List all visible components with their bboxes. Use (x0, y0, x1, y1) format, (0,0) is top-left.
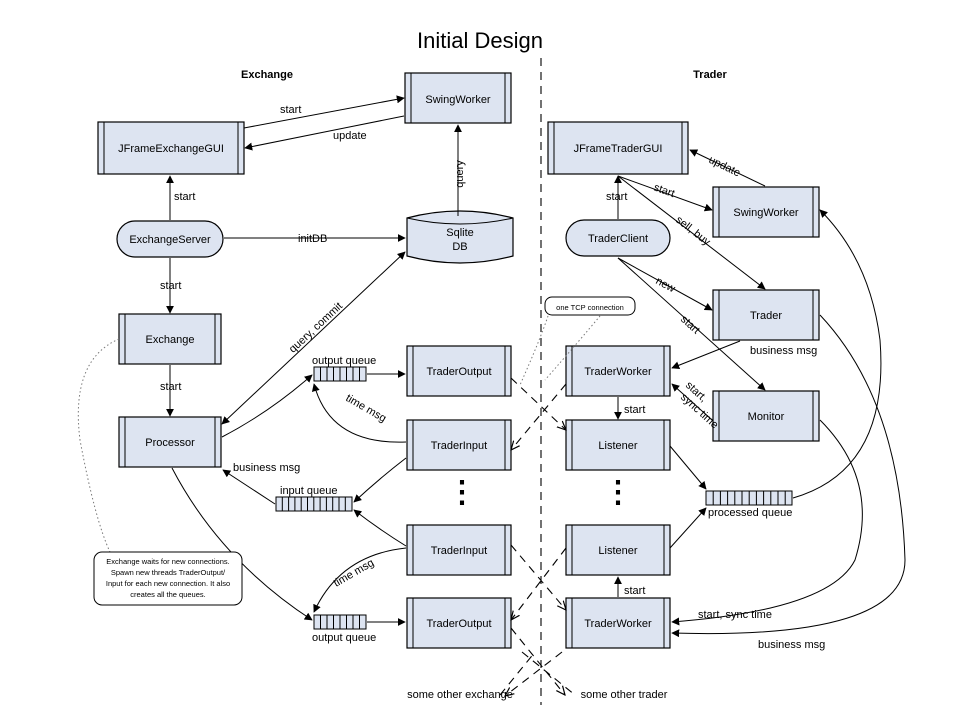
svg-text:Listener: Listener (598, 545, 637, 557)
listener-box-1: Listener (565, 419, 671, 471)
label-start-swing: start (280, 104, 301, 116)
tcp-callout-line-1 (519, 315, 549, 386)
tcp-connections (499, 377, 576, 696)
label-start-sync-time: start, sync time (698, 609, 772, 621)
trader-input-box-2: TraderInput (406, 524, 512, 576)
svg-text:creates all the queues.: creates all the queues. (130, 590, 205, 599)
svg-text:Exchange: Exchange (146, 334, 195, 346)
ellipsis-trader: ⋮ (603, 476, 633, 509)
label-start-monitor: start (678, 313, 702, 336)
label-start-processor: start (160, 381, 181, 393)
label-start-listener-1: start (624, 404, 645, 416)
label-start-jframe-exchange: start (174, 191, 195, 203)
label-start-listener-2: start (624, 585, 645, 597)
output-queue-top (313, 366, 367, 382)
svg-text:TraderWorker: TraderWorker (584, 366, 652, 378)
trader-client-node: TraderClient (565, 219, 671, 257)
svg-text:SwingWorker: SwingWorker (733, 207, 799, 219)
jframe-trader-gui-box: JFrameTraderGUI (547, 121, 689, 175)
svg-text:JFrameExchangeGUI: JFrameExchangeGUI (118, 143, 224, 155)
label-input-queue: input queue (280, 485, 338, 497)
label-business-msg-processor: business msg (233, 462, 300, 474)
label-time-msg-top: time msg (344, 392, 389, 425)
svg-text:TraderClient: TraderClient (588, 233, 648, 245)
section-trader: Trader (693, 69, 727, 81)
label-start-swing-trader: start (652, 182, 676, 201)
label-update-trader: update (707, 154, 743, 180)
label-new: new (654, 275, 678, 295)
svg-text:ExchangeServer: ExchangeServer (129, 234, 211, 246)
trader-box: Trader (712, 289, 820, 341)
output-queue-bottom (313, 614, 367, 630)
sqlite-db-node: Sqlite DB (406, 210, 514, 264)
svg-text:TraderOutput: TraderOutput (426, 618, 491, 630)
svg-text:Trader: Trader (750, 310, 782, 322)
trader-worker-box-1: TraderWorker (565, 345, 671, 397)
label-initdb: initDB (298, 233, 327, 245)
svg-text:DB: DB (452, 241, 467, 253)
svg-text:TraderInput: TraderInput (431, 440, 487, 452)
trader-output-box-1: TraderOutput (406, 345, 512, 397)
svg-text:Sqlite: Sqlite (446, 227, 474, 239)
trader-worker-box-2: TraderWorker (565, 597, 671, 649)
svg-text:Listener: Listener (598, 440, 637, 452)
svg-text:Monitor: Monitor (748, 411, 785, 423)
tcp-note: one TCP connection (544, 296, 636, 316)
label-output-queue-bottom: output queue (312, 632, 376, 644)
label-start-jframe-trader: start (606, 191, 627, 203)
svg-text:Exchange waits for new connect: Exchange waits for new connections. (106, 557, 229, 566)
listener-box-2: Listener (565, 524, 671, 576)
swingworker-exchange-box: SwingWorker (404, 72, 512, 124)
label-sell-buy: sell, buy (673, 214, 713, 249)
exchange-note-callout-line (77, 338, 120, 553)
svg-text:TraderInput: TraderInput (431, 545, 487, 557)
processed-queue (705, 490, 793, 506)
label-update-exchange: update (333, 130, 367, 142)
svg-text:one TCP connection: one TCP connection (556, 303, 624, 312)
label-start-exchange: start (160, 280, 181, 292)
label-some-other-exchange: some other exchange (407, 689, 513, 701)
ellipsis-exchange: ⋮ (447, 476, 477, 509)
label-business-msg-bottom: business msg (758, 639, 825, 651)
label-processed-queue: processed queue (708, 507, 792, 519)
trader-connectors (614, 149, 906, 638)
label-time-msg-bottom: time msg (332, 557, 377, 590)
label-some-other-trader: some other trader (581, 689, 668, 701)
processor-box: Processor (118, 416, 222, 468)
tcp-callout-line-2 (544, 315, 601, 381)
exchange-connectors (166, 95, 462, 626)
exchange-note: Exchange waits for new connections. Spaw… (93, 551, 243, 606)
monitor-box: Monitor (712, 390, 820, 442)
label-query-commit: query, commit (287, 300, 345, 355)
trader-input-box-1: TraderInput (406, 419, 512, 471)
svg-text:TraderWorker: TraderWorker (584, 618, 652, 630)
swingworker-trader-box: SwingWorker (712, 186, 820, 238)
label-business-msg-trader: business msg (750, 345, 817, 357)
svg-text:Processor: Processor (145, 437, 195, 449)
svg-text:Spawn new threads TraderOutpu: Spawn new threads TraderOutput/ (111, 568, 226, 577)
trader-output-box-2: TraderOutput (406, 597, 512, 649)
svg-text:Input for each new connection.: Input for each new connection. It also (106, 579, 230, 588)
label-output-queue-top: output queue (312, 355, 376, 367)
svg-text:JFrameTraderGUI: JFrameTraderGUI (574, 143, 663, 155)
svg-text:TraderOutput: TraderOutput (426, 366, 491, 378)
exchange-server-node: ExchangeServer (116, 220, 224, 258)
input-queue (275, 496, 353, 512)
diagram-title: Initial Design (417, 28, 543, 53)
section-exchange: Exchange (241, 69, 293, 81)
label-query: query (454, 160, 466, 188)
svg-text:SwingWorker: SwingWorker (425, 94, 491, 106)
exchange-box: Exchange (118, 313, 222, 365)
jframe-exchange-gui-box: JFrameExchangeGUI (97, 121, 245, 175)
